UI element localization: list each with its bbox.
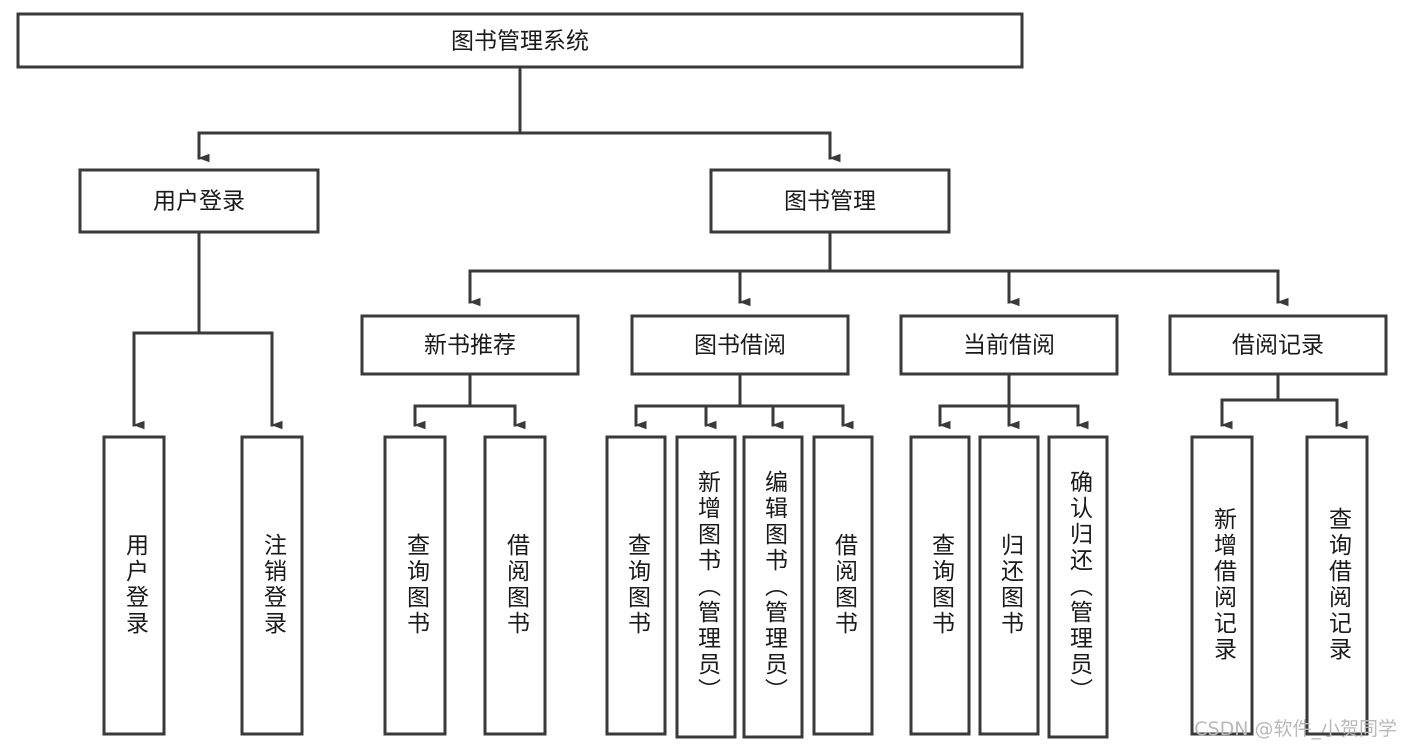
leaf-borrow-record-1-label: 新增借阅记录	[1210, 507, 1238, 663]
leaf-book-borrow-1-box[interactable]	[605, 435, 667, 736]
node-new-book-recommend[interactable]: 新书推荐	[360, 314, 580, 376]
node-new-book-recommend-box[interactable]	[360, 314, 580, 376]
leaf-user-login-2[interactable]: 注销登录	[240, 435, 304, 736]
csdn-watermark: CSDN @软件_小贺同学	[1194, 718, 1397, 740]
node-user-login-box[interactable]	[78, 168, 320, 234]
node-book-borrow-box[interactable]	[630, 314, 850, 376]
leaf-user-login-2-box[interactable]	[240, 435, 304, 736]
leaf-book-borrow-2-label: 新增图书（管理员）	[694, 470, 722, 704]
node-borrow-record-box[interactable]	[1168, 314, 1388, 376]
leaf-book-borrow-2[interactable]: 新增图书（管理员）	[675, 435, 737, 739]
leaf-book-borrow-3-box[interactable]	[742, 435, 804, 739]
leaf-borrow-record-2-label: 查询借阅记录	[1325, 507, 1353, 663]
connector-layer	[132, 65, 1348, 430]
leaf-new-book-2[interactable]: 借阅图书	[483, 435, 547, 736]
leaf-new-book-2-label: 借阅图书	[503, 533, 531, 637]
leaf-current-borrow-2[interactable]: 归还图书	[978, 435, 1040, 736]
leaf-borrow-record-2[interactable]: 查询借阅记录	[1305, 435, 1369, 736]
leaf-user-login-1-label: 用户登录	[122, 533, 150, 637]
node-current-borrow[interactable]: 当前借阅	[899, 314, 1119, 376]
leaf-new-book-1[interactable]: 查询图书	[383, 435, 447, 736]
node-root[interactable]: 图书管理系统	[16, 12, 1024, 69]
node-root-label: 图书管理系统	[451, 29, 589, 55]
leaf-borrow-record-1[interactable]: 新增借阅记录	[1190, 435, 1254, 736]
leaf-current-borrow-3-box[interactable]	[1047, 435, 1109, 739]
leaf-borrow-record-1-box[interactable]	[1190, 435, 1254, 736]
node-borrow-record-label: 借阅记录	[1232, 333, 1324, 359]
leaf-book-borrow-3[interactable]: 编辑图书（管理员）	[742, 435, 804, 739]
leaf-user-login-1-box[interactable]	[102, 435, 166, 736]
leaf-book-borrow-4[interactable]: 借阅图书	[812, 435, 874, 736]
leaf-book-borrow-2-box[interactable]	[675, 435, 737, 739]
leaf-current-borrow-3-label: 确认归还（管理员）	[1066, 470, 1094, 704]
node-new-book-recommend-label: 新书推荐	[424, 333, 516, 359]
node-root-box[interactable]	[16, 12, 1024, 69]
node-book-manage-box[interactable]	[709, 168, 951, 234]
node-book-manage-label: 图书管理	[784, 189, 876, 215]
node-user-login-label: 用户登录	[153, 189, 245, 215]
leaf-user-login-2-label: 注销登录	[260, 533, 288, 637]
leaf-current-borrow-2-box[interactable]	[978, 435, 1040, 736]
leaf-current-borrow-1-label: 查询图书	[928, 533, 956, 637]
leaf-new-book-1-label: 查询图书	[403, 533, 431, 637]
node-user-login[interactable]: 用户登录	[78, 168, 320, 234]
leaf-current-borrow-1-box[interactable]	[909, 435, 971, 736]
leaf-book-borrow-1[interactable]: 查询图书	[605, 435, 667, 736]
node-current-borrow-box[interactable]	[899, 314, 1119, 376]
node-book-borrow[interactable]: 图书借阅	[630, 314, 850, 376]
node-borrow-record[interactable]: 借阅记录	[1168, 314, 1388, 376]
leaf-borrow-record-2-box[interactable]	[1305, 435, 1369, 736]
leaf-current-borrow-3[interactable]: 确认归还（管理员）	[1047, 435, 1109, 739]
node-book-borrow-label: 图书借阅	[694, 333, 786, 359]
leaf-current-borrow-2-label: 归还图书	[997, 533, 1025, 637]
leaf-book-borrow-3-label: 编辑图书（管理员）	[761, 470, 789, 704]
leaf-new-book-2-box[interactable]	[483, 435, 547, 736]
leaf-new-book-1-box[interactable]	[383, 435, 447, 736]
leaf-book-borrow-4-label: 借阅图书	[831, 533, 859, 637]
leaf-book-borrow-1-label: 查询图书	[624, 533, 652, 637]
leaf-user-login-1[interactable]: 用户登录	[102, 435, 166, 736]
leaf-book-borrow-4-box[interactable]	[812, 435, 874, 736]
leaf-current-borrow-1[interactable]: 查询图书	[909, 435, 971, 736]
node-current-borrow-label: 当前借阅	[963, 333, 1055, 359]
node-book-manage[interactable]: 图书管理	[709, 168, 951, 234]
